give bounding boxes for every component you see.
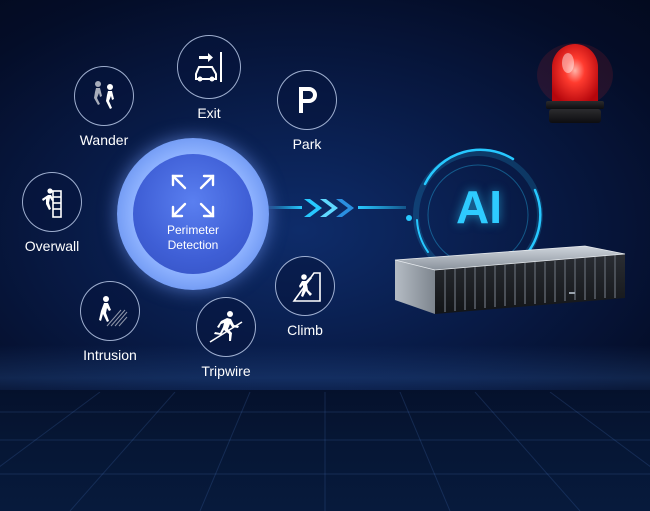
feature-label: Wander bbox=[79, 132, 129, 148]
connector-arrows bbox=[268, 199, 406, 217]
feature-park: Park bbox=[247, 70, 367, 152]
feature-wander: Wander bbox=[44, 66, 164, 148]
feature-label: Exit bbox=[197, 105, 221, 121]
feature-intrusion: Intrusion bbox=[50, 281, 170, 363]
floor-grid bbox=[0, 392, 650, 511]
wall-climb-over-icon bbox=[42, 188, 62, 218]
car-exit-icon bbox=[195, 52, 222, 82]
feature-tripwire: Tripwire bbox=[166, 297, 286, 379]
ai-edge-device bbox=[394, 245, 626, 314]
center-label-line2: Detection bbox=[167, 238, 219, 252]
feature-climb: Climb bbox=[245, 256, 365, 338]
feature-label: Tripwire bbox=[201, 363, 251, 379]
person-climbing-icon bbox=[292, 272, 321, 302]
person-running-tripwire-icon bbox=[209, 311, 243, 343]
feature-overwall: Overwall bbox=[0, 172, 112, 254]
feature-label: Climb bbox=[287, 322, 323, 338]
expand-arrows-icon bbox=[171, 174, 215, 218]
floor bbox=[0, 390, 650, 511]
feature-exit: Exit bbox=[149, 35, 269, 121]
parking-p-icon bbox=[299, 87, 317, 113]
alarm-beacon-icon bbox=[537, 43, 613, 123]
ai-label: AI bbox=[456, 181, 502, 233]
person-intrusion-icon bbox=[99, 296, 128, 327]
perimeter-detection-hub: Perimeter Detection bbox=[133, 154, 253, 274]
feature-label: Park bbox=[292, 136, 322, 152]
feature-label: Intrusion bbox=[83, 347, 137, 363]
people-wander-icon bbox=[94, 81, 114, 109]
feature-label: Overwall bbox=[24, 238, 80, 254]
center-label-line1: Perimeter bbox=[166, 223, 219, 237]
